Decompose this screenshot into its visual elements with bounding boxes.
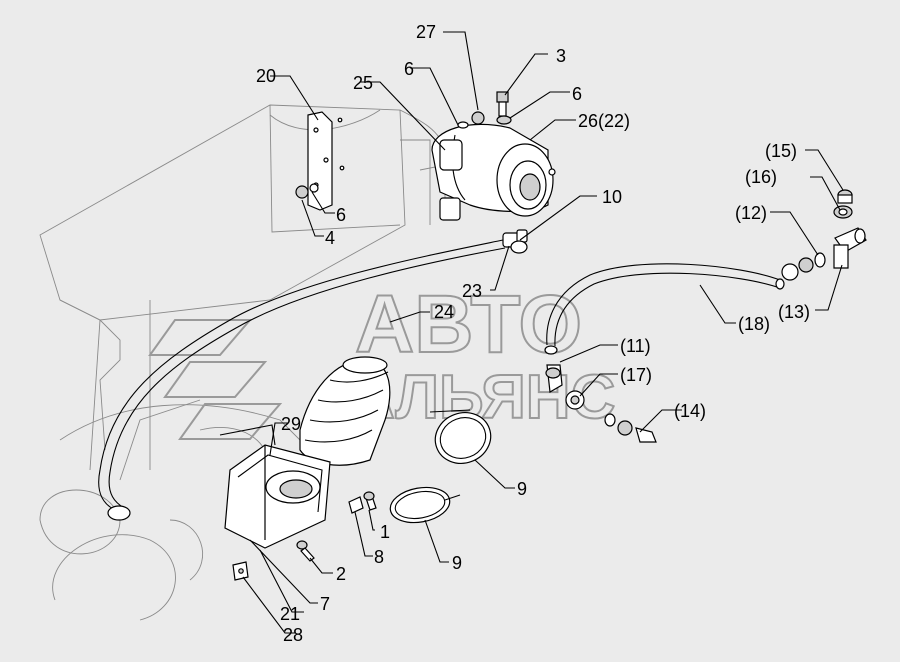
clamp-10 bbox=[510, 240, 528, 254]
plate-28 bbox=[232, 561, 249, 581]
callout-18: (18) bbox=[738, 314, 770, 334]
callout-17: (17) bbox=[620, 365, 652, 385]
callout-16: (16) bbox=[745, 167, 777, 187]
callout-24: 24 bbox=[434, 302, 454, 322]
bracket-20 bbox=[295, 111, 345, 211]
callout-8: 8 bbox=[374, 547, 384, 567]
callout-6-top: 6 bbox=[404, 59, 414, 79]
callout-14: (14) bbox=[674, 401, 706, 421]
cap-15 bbox=[837, 189, 853, 204]
callout-7: 7 bbox=[320, 594, 330, 614]
flex-duct bbox=[299, 356, 391, 466]
plate-8 bbox=[348, 496, 364, 514]
callout-3: 3 bbox=[556, 46, 566, 66]
callout-6-bracket: 6 bbox=[336, 205, 346, 225]
washer-12 bbox=[781, 252, 826, 281]
leader-lines bbox=[242, 31, 844, 634]
clamp-9-upper bbox=[429, 409, 492, 464]
bolt-3 bbox=[496, 91, 512, 125]
callout-9-lower: 9 bbox=[452, 553, 462, 573]
nut-17 bbox=[565, 390, 585, 410]
callout-15: (15) bbox=[765, 141, 797, 161]
elbow-11 bbox=[544, 345, 563, 393]
callout-10: 10 bbox=[602, 187, 622, 207]
air-cleaner-26 bbox=[431, 111, 556, 221]
callout-13: (13) bbox=[778, 302, 810, 322]
callout-28: 28 bbox=[283, 625, 303, 645]
callout-1: 1 bbox=[380, 522, 390, 542]
callout-2: 2 bbox=[336, 564, 346, 584]
callout-23: 23 bbox=[462, 281, 482, 301]
bolt-2 bbox=[296, 540, 315, 562]
hose-24 bbox=[98, 239, 506, 521]
callout-25: 25 bbox=[353, 73, 373, 93]
callout-26-22: 26(22) bbox=[578, 111, 630, 131]
nut-16 bbox=[833, 205, 853, 219]
callout-11: (11) bbox=[620, 336, 651, 356]
callout-29: 29 bbox=[281, 414, 301, 434]
callout-4: 4 bbox=[325, 228, 335, 248]
callout-21: 21 bbox=[280, 604, 300, 624]
hose-18 bbox=[546, 263, 785, 347]
callout-20: 20 bbox=[256, 66, 276, 86]
tee-fitting-13 bbox=[833, 227, 867, 269]
callout-12: (12) bbox=[735, 203, 767, 223]
watermark-line1: АВТО bbox=[355, 279, 582, 370]
callout-labels: 27 3 20 25 6 6 26(22) 6 4 10 (15) (16) (… bbox=[256, 22, 810, 645]
callout-6-washer: 6 bbox=[572, 84, 582, 104]
intake-housing-29 bbox=[219, 424, 331, 549]
bolt-1 bbox=[363, 491, 377, 511]
callout-9-upper: 9 bbox=[517, 479, 527, 499]
callout-27: 27 bbox=[416, 22, 436, 42]
clamp-9-lower bbox=[389, 486, 461, 524]
